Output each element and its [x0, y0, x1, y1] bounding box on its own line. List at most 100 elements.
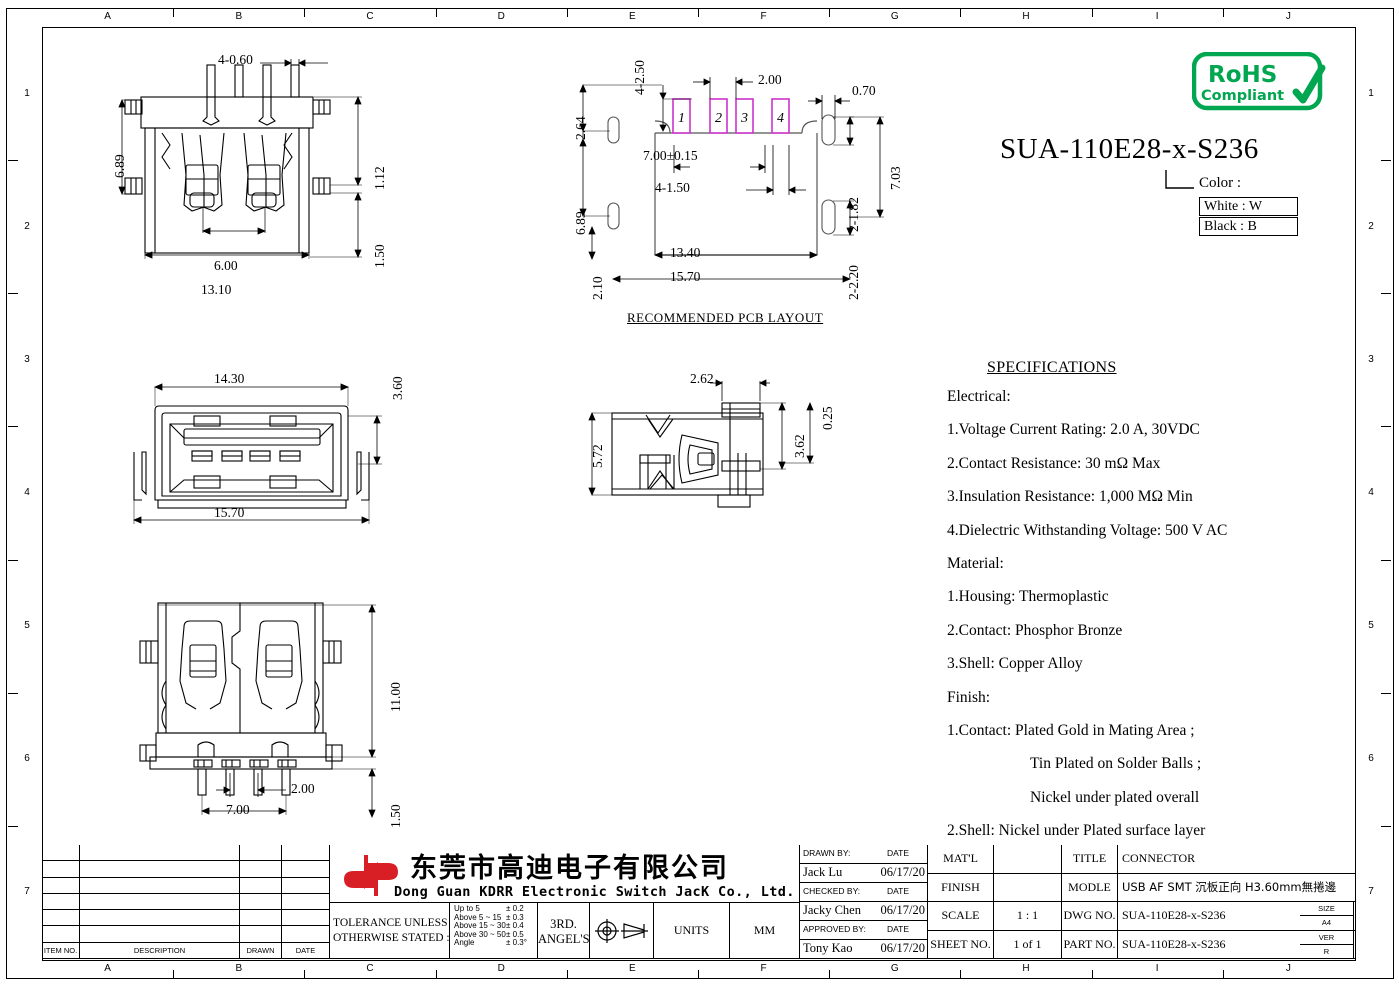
spec-item-1-0: 1.Housing: Thermoplastic — [947, 588, 1109, 606]
modle-label: MODLE — [1062, 873, 1118, 902]
drawn-by-name: Jack Lu — [803, 865, 843, 879]
dim-pcb-pad-span: 7.00±0.15 — [643, 148, 698, 163]
pcb-pad-3 — [735, 98, 754, 134]
color-leader-line — [1165, 170, 1194, 189]
zone-letter-e-bot: E — [629, 963, 636, 974]
revision-row-3-col-2 — [240, 893, 282, 911]
sheet-value: 1 of 1 — [994, 930, 1062, 959]
revision-header-1: DESCRIPTION — [80, 942, 240, 959]
zone-letter-g-top: G — [890, 11, 899, 22]
zone-tick — [1381, 160, 1391, 162]
rohs-compliant-logo: RoHS Compliant — [1192, 52, 1326, 111]
dim-pcb-slot-w1: 2-1.82 — [846, 197, 861, 232]
zone-tick — [566, 8, 568, 17]
part-no-value: SUA-110E28-x-S236 — [1118, 930, 1356, 959]
view-top — [118, 59, 362, 259]
title-label: TITLE — [1062, 845, 1118, 874]
zone-letter-b-bot: B — [235, 963, 243, 974]
revision-row-2-col-2 — [240, 877, 282, 894]
dim-pcb-inner-width: 13.40 — [670, 245, 701, 260]
zone-number-2-left: 2 — [24, 220, 30, 232]
sheet-outer-border — [6, 8, 1394, 979]
zone-letter-j-bot: J — [1285, 963, 1291, 974]
finish-label: FINISH — [928, 873, 994, 902]
tolerance-row-1: Above 5 ~ 15± 0.3 — [454, 912, 524, 922]
revision-row-3-col-1 — [80, 893, 240, 911]
zone-number-3-left: 3 — [24, 353, 30, 365]
sheet-inner-border — [42, 27, 1356, 961]
zone-letter-f-top: F — [760, 11, 767, 22]
revision-header-2: DRAWN — [240, 942, 282, 959]
matl-value — [994, 845, 1062, 874]
zone-tick — [173, 8, 175, 17]
zone-tick — [1091, 8, 1093, 17]
tolerance-row-2: Above 15 ~ 30± 0.4 — [454, 921, 524, 931]
tolerance-label-line1: TOLERANCE UNLESS — [333, 917, 448, 929]
drawn-by-label: DRAWN BY: — [803, 848, 851, 858]
zone-number-6-left: 6 — [24, 753, 30, 765]
dim-top-pin-width: 4-0.60 — [218, 52, 253, 67]
zone-letter-a-top: A — [104, 11, 111, 22]
zone-tick — [1222, 970, 1224, 979]
zone-letter-g-bot: G — [890, 963, 899, 974]
tolerance-row-4: Angle± 0.3° — [454, 938, 527, 948]
spec-heading-material: Material: — [947, 555, 1004, 572]
zone-letter-d-bot: D — [497, 963, 505, 974]
zone-tick — [8, 293, 18, 295]
company-name-en: Dong Guan KDRR Electronic Switch JacK Co… — [394, 884, 795, 900]
revision-header-0: ITEM NO. — [42, 942, 80, 959]
zone-number-2-right: 2 — [1368, 220, 1374, 232]
zone-letter-c-bot: C — [366, 963, 374, 974]
dim-top-pin-span: 6.00 — [214, 258, 238, 273]
approved-date-label: DATE — [886, 924, 909, 934]
dim-pcb-height-right: 7.03 — [888, 166, 903, 190]
zone-tick — [1381, 559, 1391, 561]
dim-front-board-drop: 3.60 — [390, 376, 405, 400]
revision-row-2-col-3 — [282, 877, 330, 894]
view-bottom — [139, 602, 376, 819]
dim-bottom-pin-pitch: 2.00 — [291, 781, 315, 796]
checked-by-date: 06/17/20 — [880, 903, 925, 917]
revision-row-5-col-3 — [282, 926, 330, 943]
zone-tick — [1381, 825, 1391, 827]
spec-item-1-2: 3.Shell: Copper Alloy — [947, 655, 1083, 673]
modle-value: USB AF SMT 沉板正向 H3.60mm無捲邊 — [1118, 873, 1356, 902]
zone-number-4-right: 4 — [1368, 487, 1374, 498]
spec-item-2-1: Tin Plated on Solder Balls ; — [1030, 755, 1202, 773]
dim-side-foot: 0.25 — [820, 406, 835, 430]
zone-number-1-right: 1 — [1368, 87, 1374, 99]
checked-by-header-row: CHECKED BY:DATE — [800, 883, 928, 902]
dim-side-height: 5.72 — [590, 444, 605, 468]
revision-row-4-col-3 — [282, 910, 330, 927]
dim-side-tail-len: 2.62 — [690, 371, 714, 386]
dim-bottom-tail: 1.50 — [388, 804, 403, 828]
specifications-title: SPECIFICATIONS — [987, 359, 1117, 376]
zone-number-5-right: 5 — [1368, 620, 1374, 632]
company-logo-icon — [344, 855, 398, 896]
title-size-label: SIZE — [1300, 902, 1354, 917]
tolerance-label-line2: OTHERWISE STATED : — [333, 932, 450, 944]
revision-row-5-col-2 — [240, 926, 282, 943]
revision-row-5-col-0 — [42, 926, 80, 943]
zone-tick — [829, 970, 831, 979]
spec-item-2-2: Nickel under plated overall — [1030, 788, 1200, 806]
zone-number-7-left: 7 — [24, 886, 30, 898]
zone-letter-h-top: H — [1022, 11, 1030, 22]
zone-tick — [173, 970, 175, 979]
spec-item-0-0: 1.Voltage Current Rating: 2.0 A, 30VDC — [947, 421, 1200, 439]
approved-by-name: Tony Kao — [803, 941, 853, 955]
projection-line2: ANGEL'S — [538, 932, 590, 946]
spec-item-0-1: 2.Contact Resistance: 30 mΩ Max — [947, 454, 1161, 472]
zone-letter-f-bot: F — [760, 963, 767, 974]
checked-date-label: DATE — [886, 886, 909, 896]
matl-label: MAT'L — [928, 845, 994, 874]
spec-item-1-1: 2.Contact: Phosphor Bronze — [947, 621, 1123, 639]
pcb-pad-2 — [709, 98, 728, 134]
zone-number-5-left: 5 — [24, 620, 30, 632]
dim-top-tab-top: 1.12 — [372, 166, 387, 190]
dim-pcb-hole-span: 6.89 — [573, 211, 588, 235]
zone-tick — [1222, 8, 1224, 17]
